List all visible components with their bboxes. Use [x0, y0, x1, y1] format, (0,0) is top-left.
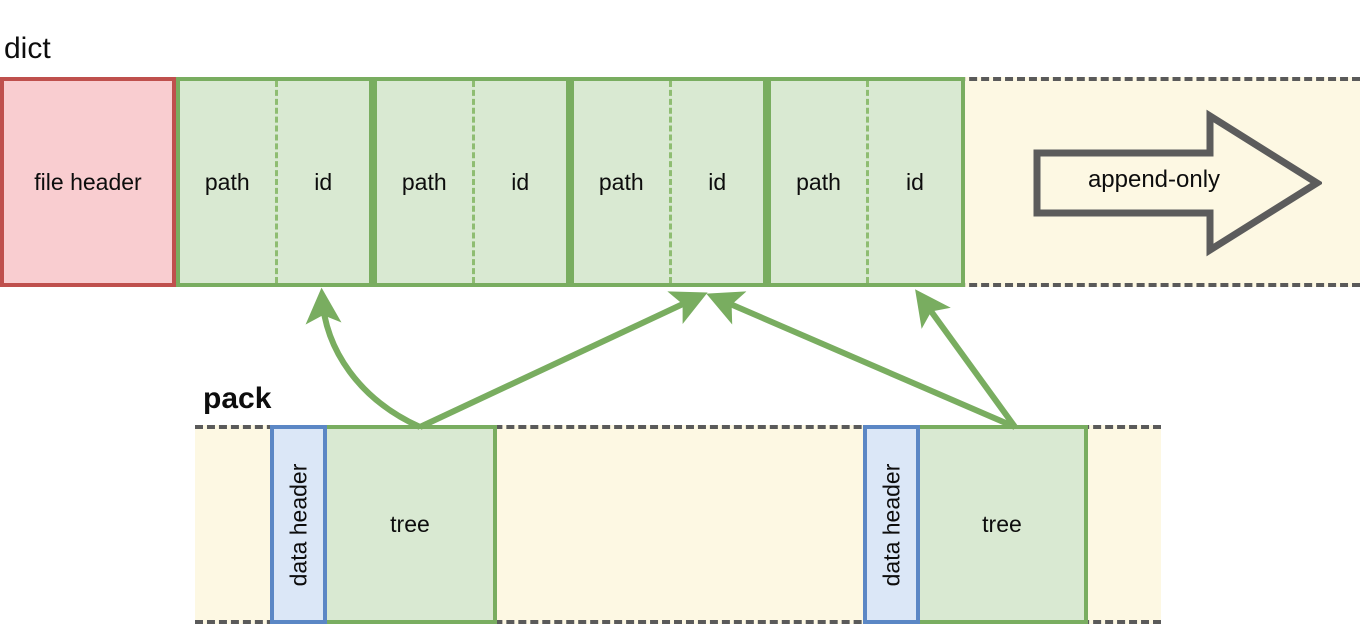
dict-entry-path-label: path — [204, 168, 250, 195]
dict-entry-path-label: path — [401, 168, 447, 195]
data-header-block: data header — [863, 425, 920, 624]
dict-row: file header path id path id path — [0, 77, 1360, 287]
tree-label: tree — [390, 511, 430, 537]
pack-chunk: data header tree — [270, 425, 497, 624]
dict-entry: path id — [767, 77, 965, 287]
pack-label: pack — [203, 382, 272, 415]
file-header-label: file header — [34, 168, 142, 195]
dict-entry-path-label: path — [796, 168, 841, 195]
dict-entry-path-cell: path — [377, 81, 472, 283]
dict-entry: path id — [176, 77, 373, 287]
append-only-label: append-only — [1087, 166, 1221, 193]
tree-block: tree — [920, 425, 1088, 624]
dict-entry-path-label: path — [598, 168, 644, 195]
dict-entry-path-cell: path — [574, 81, 669, 283]
data-header-label: data header — [285, 463, 311, 586]
dict-entry-id-label: id — [906, 168, 924, 195]
dict-label: dict — [4, 32, 51, 65]
dict-entry-path-cell: path — [180, 81, 275, 283]
pack-row: data header tree data header tree — [195, 425, 1161, 624]
pack-chunk: data header tree — [863, 425, 1088, 624]
append-only-arrow: append-only — [1032, 108, 1324, 258]
data-header-label: data header — [878, 463, 904, 586]
arrow-tree2-to-entry3 — [706, 291, 1017, 430]
dict-entry-id-cell: id — [866, 81, 961, 283]
dict-entry-id-cell: id — [274, 81, 370, 283]
dict-entry-id-label: id — [511, 168, 530, 195]
append-only-arrow-icon — [1033, 109, 1324, 257]
tree-label: tree — [982, 511, 1022, 537]
dict-entry: path id — [373, 77, 570, 287]
arrow-tree1-to-entry3 — [418, 291, 708, 430]
dict-entry-id-label: id — [314, 168, 333, 195]
dict-entry-path-cell: path — [771, 81, 866, 283]
arrow-tree1-to-entry1 — [305, 287, 422, 430]
dict-entry-id-label: id — [708, 168, 727, 195]
file-header-block: file header — [0, 77, 176, 287]
arrow-tree2-to-entry4 — [915, 289, 1018, 429]
data-header-block: data header — [270, 425, 327, 624]
dict-entry-id-cell: id — [471, 81, 567, 283]
dict-entry-id-cell: id — [668, 81, 764, 283]
tree-block: tree — [327, 425, 497, 624]
dict-entry: path id — [570, 77, 767, 287]
